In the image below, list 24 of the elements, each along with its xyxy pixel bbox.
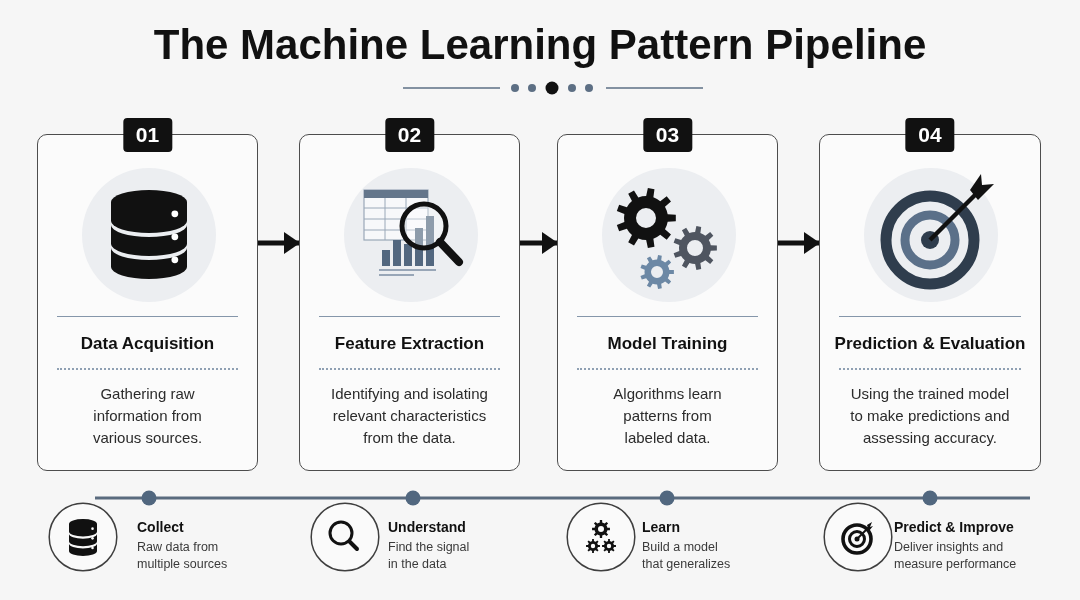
timeline-heading: Learn bbox=[642, 519, 681, 536]
timeline-description: Deliver insights and measure performance bbox=[894, 539, 1018, 573]
arrow bbox=[258, 232, 300, 254]
timeline-heading: Predict & Improve bbox=[894, 519, 1014, 536]
step-title: Data Acquisition bbox=[80, 333, 215, 355]
step-description: Using the trained model to make predictions and assessing accuracy. bbox=[849, 384, 1011, 448]
arrow bbox=[778, 232, 820, 254]
timeline-description: Raw data from multiple sources bbox=[137, 539, 229, 573]
step-title: Model Training bbox=[607, 333, 728, 355]
arrow bbox=[520, 232, 558, 254]
step-number: 04 bbox=[905, 118, 955, 152]
timeline-heading: Understand bbox=[388, 519, 466, 536]
step-title: Feature Extraction bbox=[334, 333, 485, 355]
timeline-heading: Collect bbox=[137, 519, 184, 536]
timeline-description: Build a model that generalizes bbox=[642, 539, 732, 573]
step-number: 02 bbox=[384, 118, 435, 152]
title: The Machine Learning Pattern Pipeline bbox=[153, 21, 927, 69]
step-title: Prediction & Evaluation bbox=[834, 333, 1026, 355]
step-description: Algorithms learn patterns from labeled data. bbox=[612, 384, 723, 448]
step-number: 03 bbox=[642, 118, 693, 152]
step-number: 01 bbox=[122, 118, 173, 152]
step-description: Identifying and isolating relevant characteristics from the data. bbox=[330, 384, 489, 448]
timeline-description: Find the signal in the data bbox=[388, 539, 471, 573]
step-description: Gathering raw information from various sources. bbox=[91, 384, 204, 448]
